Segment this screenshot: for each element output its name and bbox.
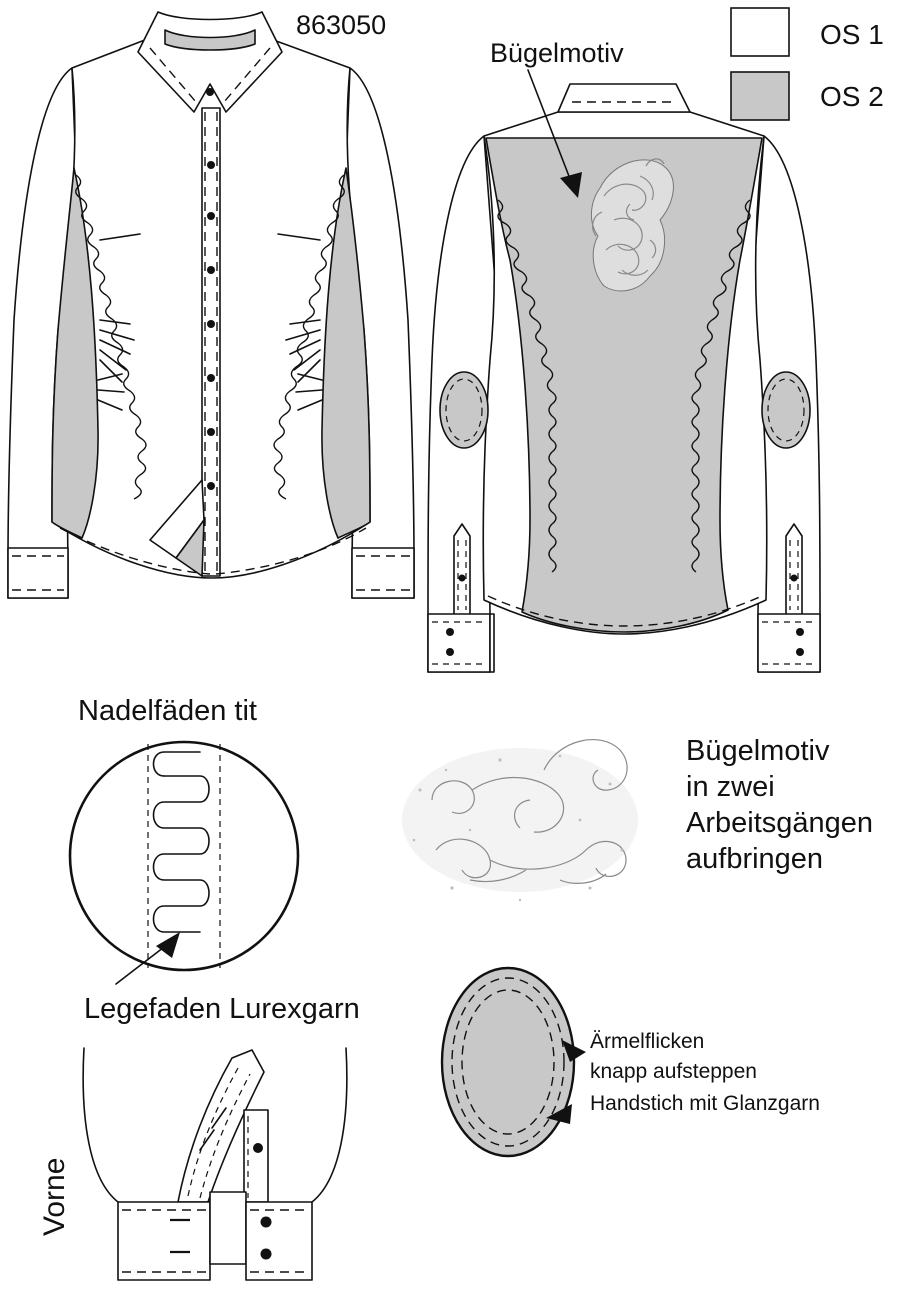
needle-threads-label: Nadelfäden tit (78, 695, 257, 727)
back-motif-graphic (591, 158, 674, 292)
back-view-shirt-drawing (427, 83, 821, 673)
needle-thread-lines (147, 744, 221, 968)
patch-outer-stitching (451, 977, 565, 1147)
legend-swatch-os1 (730, 7, 790, 57)
detail-sleeve-left-edge (82, 1047, 119, 1203)
front-left-side-panel (51, 167, 99, 539)
arrow-icon (560, 172, 582, 198)
detail-sleeve-placket (177, 1049, 265, 1203)
arrow-icon (156, 932, 180, 958)
back-right-cuff-button-1 (796, 628, 804, 636)
elbow-patch-line-1: Ärmelflicken (590, 1030, 704, 1053)
front-left-gathers (97, 319, 135, 411)
motif-instruction-line-4: aufbringen (686, 843, 823, 875)
elbow-patch-detail (440, 966, 576, 1158)
motif-instruction-line-3: Arbeitsgängen (686, 807, 873, 839)
motif-instruction-line-1: Bügelmotiv (686, 735, 830, 767)
back-left-cuff (427, 613, 491, 673)
motif-sample-image (402, 739, 638, 902)
legend-swatch-os2 (730, 71, 790, 121)
front-left-dart (99, 233, 141, 241)
back-left-patch-stitching (445, 378, 483, 442)
front-right-ruffle (273, 174, 345, 500)
article-number: 863050 (296, 10, 386, 40)
back-left-ruffle (497, 199, 557, 573)
patch-inner-stitching (461, 989, 555, 1135)
back-right-cuff (757, 613, 821, 673)
front-right-gathers (285, 319, 323, 411)
legend: OS 1 OS 2 (730, 7, 884, 121)
back-left-elbow-patch (439, 371, 489, 449)
back-right-cuff-button-2 (796, 648, 804, 656)
back-motif-label: Bügelmotiv (490, 38, 624, 68)
back-motif-leader-line (527, 69, 573, 185)
detail-cuff-left-part (117, 1201, 211, 1281)
motif-instruction: Bügelmotiv in zwei Arbeitsgängen aufbrin… (686, 735, 873, 875)
arrow-icon (546, 1104, 572, 1124)
back-collar (557, 83, 691, 113)
cuff-placket-detail (82, 1047, 348, 1281)
back-right-elbow-patch (761, 371, 811, 449)
detail-cuff-underlap (209, 1191, 247, 1265)
back-right-placket-button (790, 574, 798, 582)
back-left-placket-button (458, 574, 466, 582)
elbow-patch-instruction: Ärmelflicken knapp aufsteppen Handstich … (590, 1030, 820, 1115)
detail-cuff-button-2 (260, 1248, 272, 1260)
back-left-sleeve-placket (453, 523, 471, 617)
elbow-patch-line-2: knapp aufsteppen (590, 1060, 757, 1083)
detail-cuff-right-part (245, 1201, 313, 1281)
back-center-panel (485, 137, 763, 633)
placket-stitching (204, 112, 218, 572)
laying-thread-leader-line (115, 943, 169, 985)
legend-label-os2: OS 2 (820, 81, 884, 112)
detail-sleeve-right-edge (311, 1047, 348, 1203)
front-collar-stand (164, 29, 256, 51)
front-detail-label: Vorne (38, 1158, 71, 1236)
laying-thread-zigzag (152, 775, 210, 933)
front-right-side-panel (321, 167, 371, 539)
front-button-placket (201, 107, 221, 577)
front-hem-facing (175, 519, 205, 577)
back-left-cuff-button-2 (446, 648, 454, 656)
back-right-patch-stitching (767, 378, 805, 442)
motif-instruction-line-2: in zwei (686, 771, 775, 803)
elbow-patch-line-3: Handstich mit Glanzgarn (590, 1092, 820, 1115)
detail-placket-button (253, 1143, 263, 1153)
arrow-icon (562, 1040, 586, 1062)
back-right-sleeve-placket (785, 523, 803, 617)
stitch-detail-circle (68, 740, 300, 972)
back-right-ruffle (691, 199, 751, 573)
front-buttons (207, 161, 215, 490)
back-left-cuff-button-1 (446, 628, 454, 636)
front-collar-stitching (149, 47, 271, 103)
legend-label-os1: OS 1 (820, 19, 884, 50)
back-hem-stitching (487, 595, 763, 627)
laying-thread-label: Legefaden Lurexgarn (84, 993, 360, 1025)
collar-button (206, 88, 214, 96)
front-left-ruffle (75, 174, 147, 500)
front-right-dart (277, 233, 321, 241)
front-hem-stitching (59, 527, 367, 575)
front-view-shirt-drawing (7, 11, 415, 599)
detail-cuff-button-1 (260, 1216, 272, 1228)
